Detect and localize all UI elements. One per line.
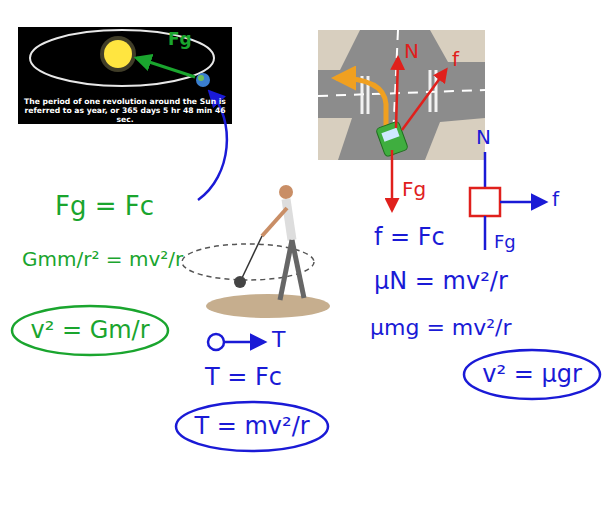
tension-symbol bbox=[208, 334, 264, 350]
equation: Gmm/r² = mv²/r bbox=[22, 248, 183, 270]
equation: v² = μgr bbox=[482, 361, 582, 387]
circle-outline bbox=[464, 350, 600, 399]
equation: v² = Gm/r bbox=[30, 317, 149, 343]
force-arrow bbox=[391, 150, 394, 210]
equation: Fg = Fc bbox=[55, 192, 154, 221]
equation: f = Fc bbox=[374, 224, 445, 250]
hammer-thrower-picture bbox=[182, 185, 330, 318]
picture-caption: The period of one revolution around the … bbox=[24, 97, 226, 125]
force-label: N bbox=[404, 40, 419, 62]
force-label: Fg bbox=[168, 29, 192, 49]
equation: μN = mv²/r bbox=[374, 268, 508, 294]
force-label: f bbox=[452, 48, 459, 70]
circled-result: v² = Gm/r bbox=[10, 304, 170, 357]
force-label: T bbox=[272, 328, 285, 352]
equation: T = Fc bbox=[205, 364, 282, 390]
equation: T = mv²/r bbox=[194, 413, 309, 439]
circle-outline bbox=[12, 306, 168, 355]
equation: μmg = mv²/r bbox=[370, 316, 512, 340]
force-arrow bbox=[402, 70, 446, 130]
force-label: Fg bbox=[402, 178, 426, 200]
circled-result: T = mv²/r bbox=[174, 400, 330, 453]
picture-panel: FgThe period of one revolution around th… bbox=[18, 27, 232, 124]
circle-outline bbox=[176, 402, 328, 451]
orbit-picture bbox=[18, 27, 232, 124]
force-arrow bbox=[396, 58, 398, 128]
intersection-picture bbox=[318, 30, 485, 160]
force-label: N bbox=[476, 126, 491, 148]
force-label: Fg bbox=[494, 232, 516, 252]
circled-result: v² = μgr bbox=[462, 348, 602, 401]
force-label: f bbox=[552, 188, 559, 210]
